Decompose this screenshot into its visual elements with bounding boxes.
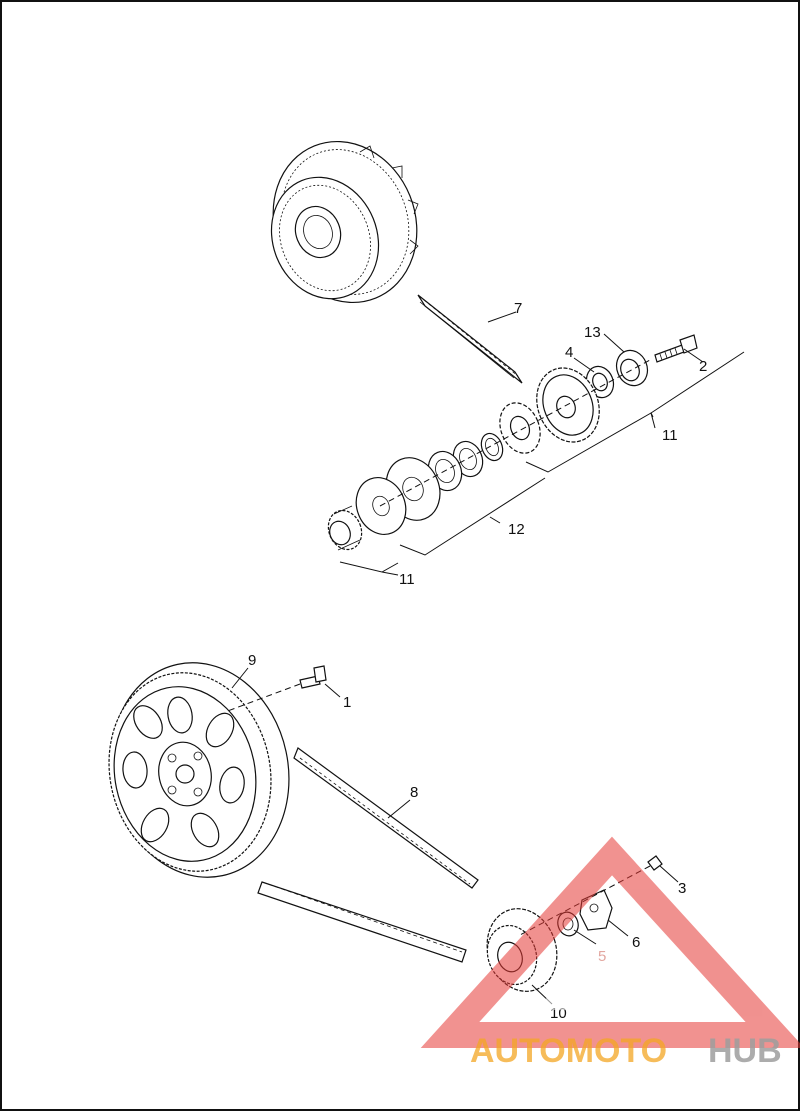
callout-11-lower: 11: [399, 571, 415, 588]
callout-1: 1: [343, 694, 351, 711]
compensator-cam: [499, 402, 541, 454]
spring-washer-stack: [355, 432, 504, 535]
rear-pulley: [108, 662, 290, 878]
callout-3: 3: [678, 880, 686, 897]
callout-12: 12: [508, 521, 525, 538]
callout-8: 8: [410, 784, 418, 801]
primary-chain: [417, 294, 523, 384]
callout-7: 7: [514, 300, 522, 317]
bolt-2: [654, 334, 698, 363]
splined-sleeve: [327, 505, 363, 551]
watermark-text-automoto: AUTOMOTO: [470, 1032, 667, 1070]
callout-2: 2: [699, 358, 707, 375]
watermark-text-hub: HUB: [708, 1032, 782, 1070]
callout-13: 13: [584, 324, 601, 341]
clutch-basket: [270, 140, 419, 304]
callout-9: 9: [248, 652, 256, 669]
callout-11-upper: 11: [662, 427, 678, 444]
top-leader-lines: [339, 311, 745, 576]
drive-belt-lower: [257, 881, 467, 963]
watermark-logo: [420, 836, 800, 1048]
bottom-leader-lines: [231, 667, 679, 1005]
callout-6: 6: [632, 934, 640, 951]
drive-belt-upper: [293, 747, 479, 889]
compensator-sprocket: [536, 367, 600, 443]
callout-4: 4: [565, 344, 573, 361]
pulley-bolt-1: [224, 665, 327, 713]
